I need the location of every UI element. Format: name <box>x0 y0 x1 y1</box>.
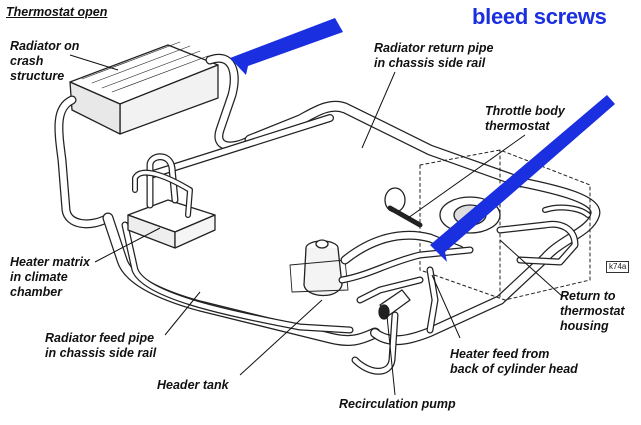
bleed-screw-arrows <box>230 18 615 262</box>
label-feed-pipe: Radiator feed pipe in chassis side rail <box>45 331 157 360</box>
label-return-pipe: Radiator return pipe in chassis side rai… <box>374 41 494 70</box>
arrow-to-radiator <box>230 18 343 75</box>
label-heater-feed: Heater feed from back of cylinder head <box>450 347 578 376</box>
reference-tag: k74a <box>606 261 630 273</box>
arrow-to-thermostat <box>430 95 615 262</box>
header-tank-shape <box>289 239 349 297</box>
diagram-title: Thermostat open <box>6 5 108 19</box>
radiator-shape <box>69 41 219 135</box>
label-recirculation-pump: Recirculation pump <box>339 397 456 411</box>
bleed-screws-callout: bleed screws <box>472 4 607 29</box>
label-radiator: Radiator on crash structure <box>10 39 80 83</box>
label-return-housing: Return to thermostat housing <box>560 289 625 333</box>
label-throttle-thermostat: Throttle body thermostat <box>485 104 565 133</box>
pump-shape <box>378 289 411 320</box>
label-heater-matrix: Heater matrix in climate chamber <box>10 255 90 299</box>
label-header-tank: Header tank <box>157 378 229 392</box>
leader-lines <box>69 54 564 396</box>
